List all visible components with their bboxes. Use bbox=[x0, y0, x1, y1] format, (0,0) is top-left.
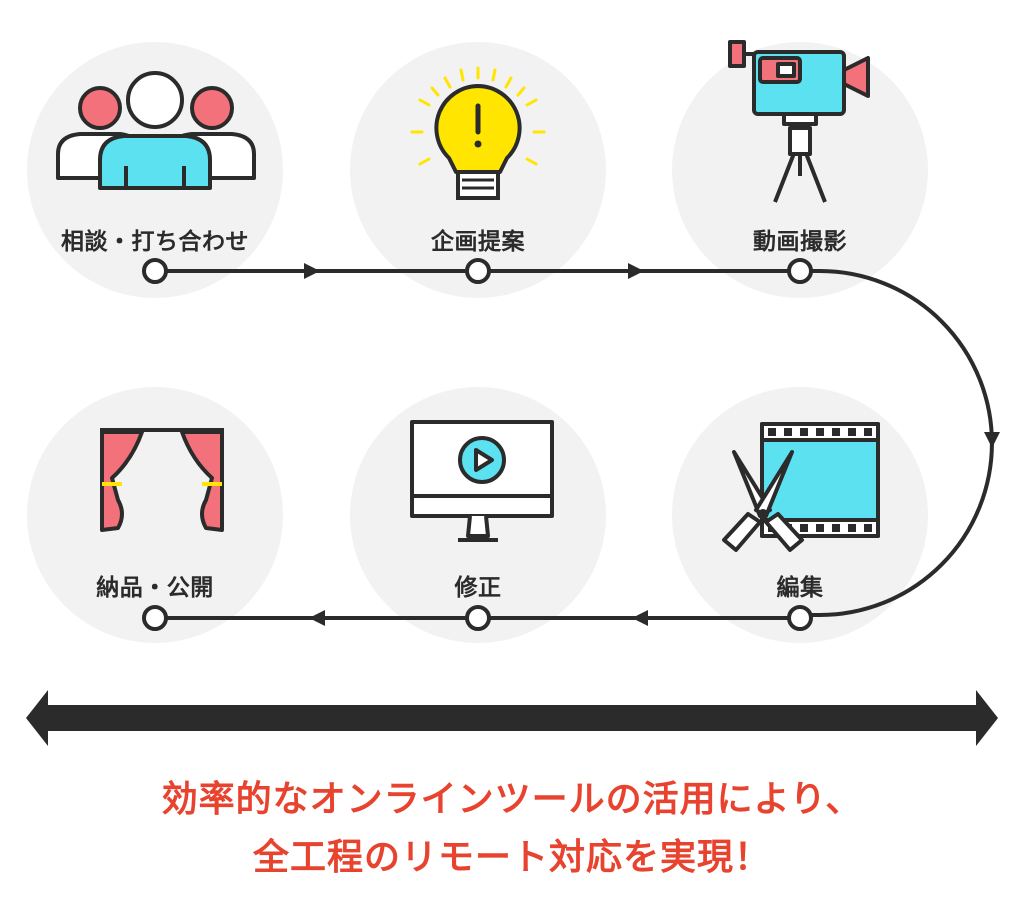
flow-arrow-3 bbox=[984, 432, 1000, 448]
step-label-plan: 企画提案 bbox=[431, 229, 525, 255]
flow-nodes bbox=[142, 258, 813, 631]
video-camera-icon bbox=[728, 40, 870, 203]
scissors-film-icon bbox=[722, 422, 880, 552]
step-label-deliver: 納品・公開 bbox=[96, 575, 214, 601]
flow-arrow-4 bbox=[632, 610, 648, 626]
timeline-double-arrow bbox=[26, 690, 998, 746]
flow-arrow-2 bbox=[628, 263, 644, 279]
curtain-icon bbox=[100, 428, 224, 532]
monitor-play-icon bbox=[410, 420, 554, 542]
flow-arrow-1 bbox=[304, 263, 320, 279]
step-label-edit: 編集 bbox=[776, 575, 824, 601]
step-label-shoot: 動画撮影 bbox=[753, 229, 847, 255]
step-label-revise: 修正 bbox=[454, 575, 502, 601]
step-circle-deliver bbox=[27, 387, 283, 643]
people-icon bbox=[56, 71, 256, 190]
caption-line-1: 効率的なオンラインツールの活用により、 bbox=[161, 779, 863, 820]
step-label-consult: 相談・打ち合わせ bbox=[61, 229, 249, 255]
caption-line-2: 全工程のリモート対応を実現！ bbox=[252, 837, 771, 878]
flow-arrow-5 bbox=[309, 610, 325, 626]
lightbulb-icon bbox=[410, 66, 546, 200]
